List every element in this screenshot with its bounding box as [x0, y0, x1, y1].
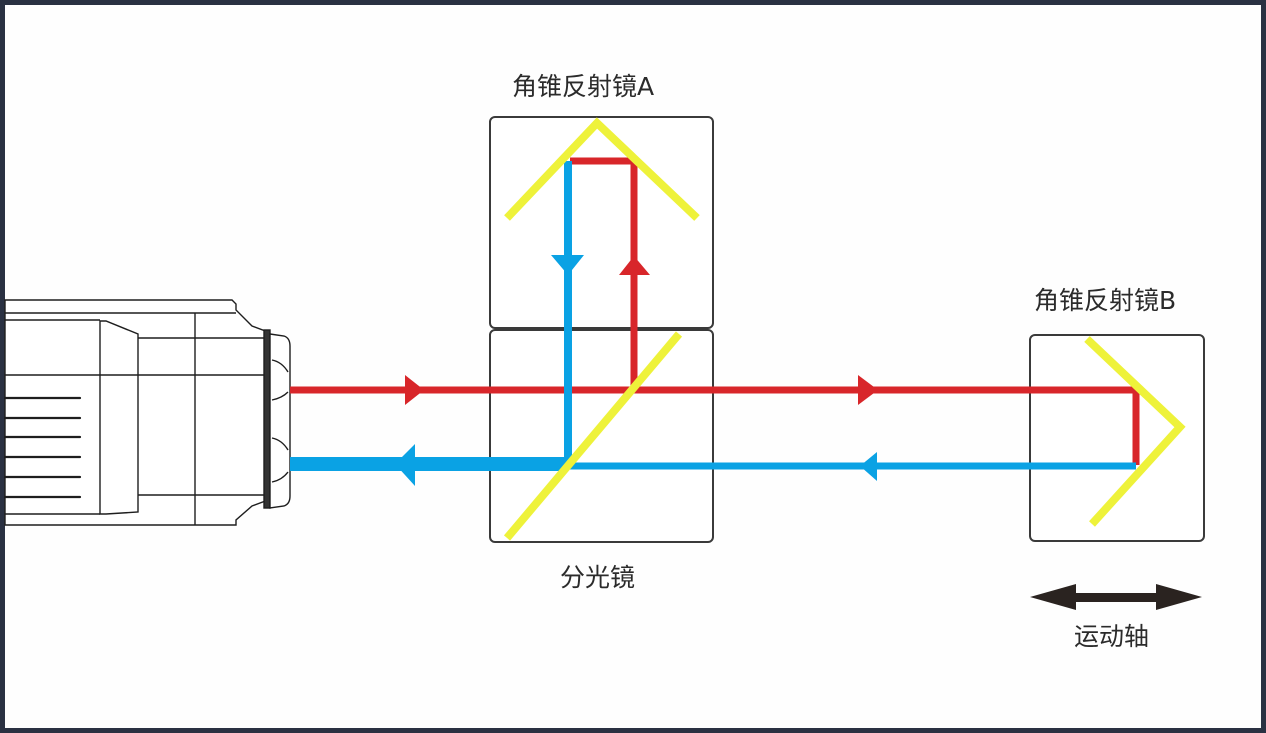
- motion-axis-label: 运动轴: [1074, 622, 1150, 651]
- return-beam-arrowheads: [395, 255, 877, 486]
- corner-reflector-a-housing: [489, 116, 714, 329]
- beam-splitter-mirror: [503, 331, 683, 541]
- corner-reflector-a-mirror: [504, 117, 700, 221]
- beam-splitter-housing: [489, 329, 714, 543]
- corner-reflector-a-label: 角锥反射镜A: [512, 72, 655, 101]
- outgoing-beam-arrowheads: [405, 256, 878, 405]
- motion-axis-arrow-icon: [1030, 584, 1202, 610]
- beam-splitter-label: 分光镜: [560, 563, 636, 592]
- return-beam: [290, 161, 1136, 471]
- corner-reflector-b-mirror: [1084, 336, 1186, 527]
- mirrors: [503, 117, 1186, 541]
- laser-head-icon: [3, 299, 291, 526]
- corner-reflector-b-label: 角锥反射镜B: [1034, 286, 1177, 315]
